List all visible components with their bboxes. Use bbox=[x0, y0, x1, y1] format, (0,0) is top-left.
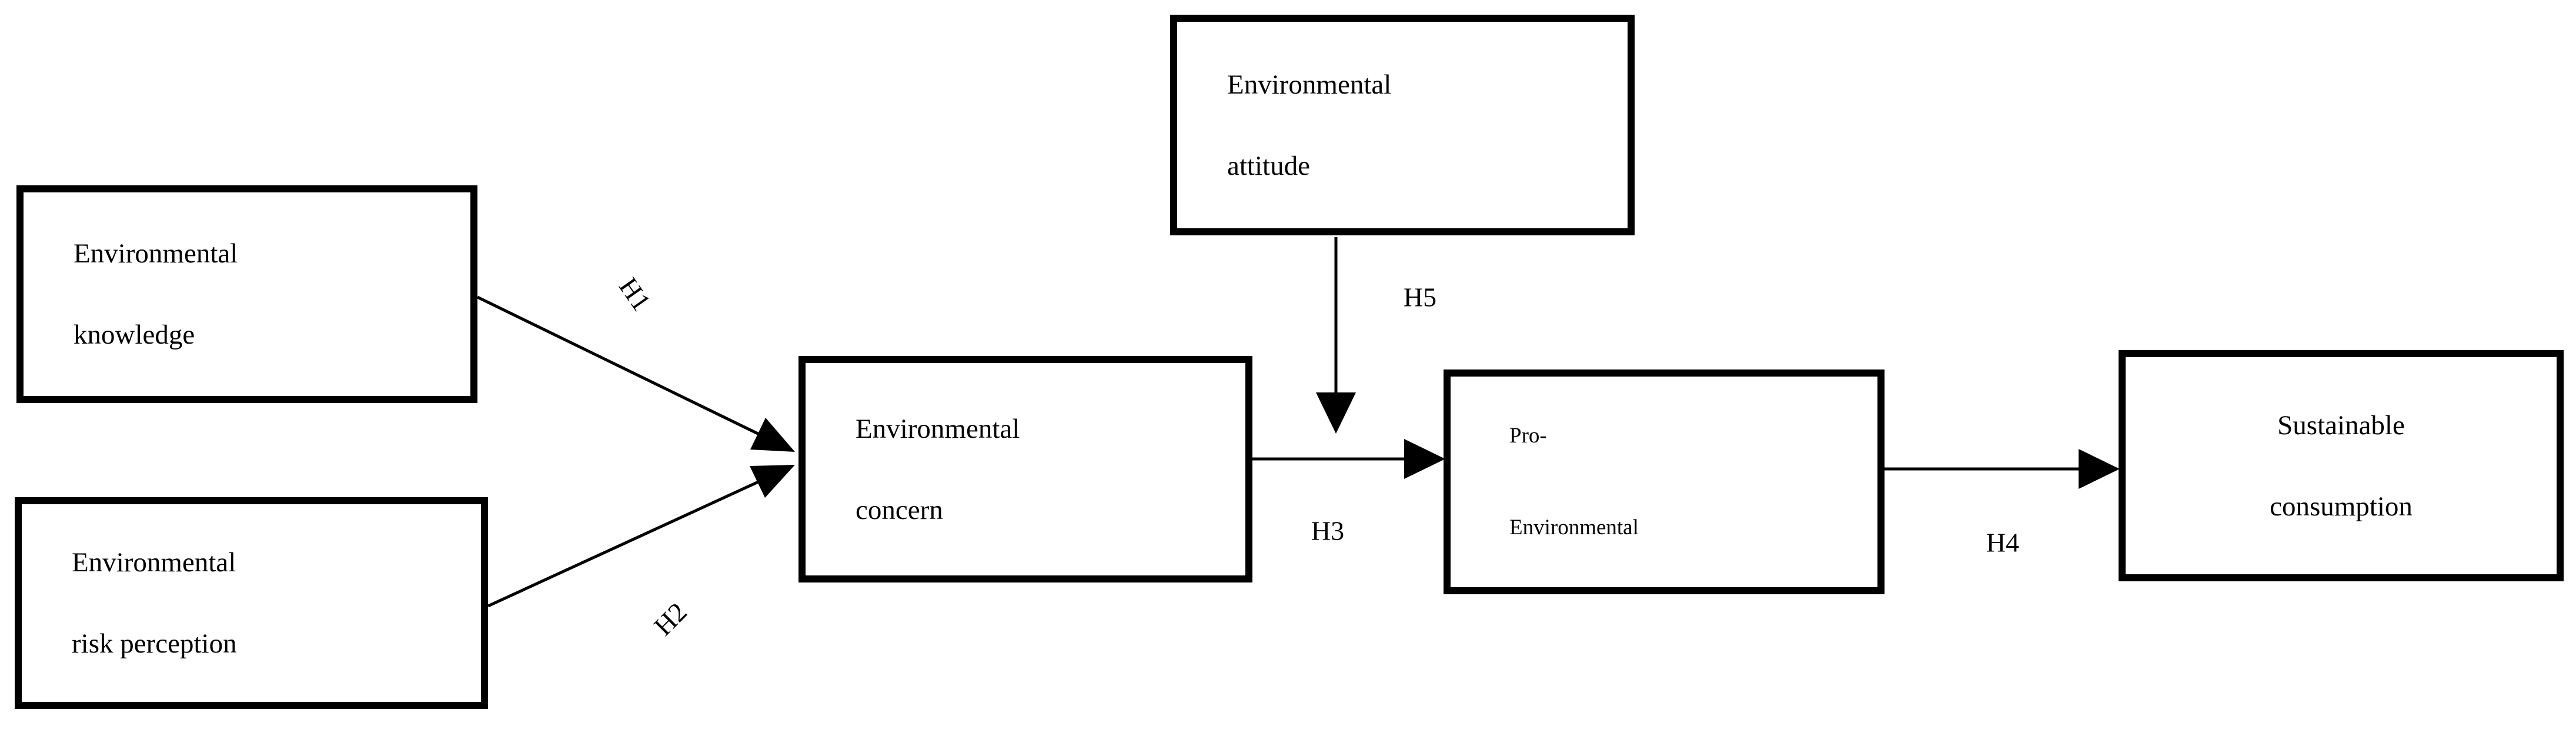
box-text-line: Environmental bbox=[73, 238, 238, 269]
box-text-line: risk perception bbox=[72, 628, 237, 659]
box-text-line: Environmental bbox=[72, 547, 236, 578]
h5-arrowhead bbox=[1316, 392, 1356, 434]
h2-arrow-line bbox=[487, 479, 762, 608]
sustainable-consumption-box: Sustainable consumption bbox=[2119, 350, 2564, 581]
h3-arrowhead bbox=[1404, 439, 1445, 479]
environmental-concern-box: Environmental concern bbox=[798, 356, 1252, 582]
box-text-line: Pro- bbox=[1509, 424, 1547, 448]
box-text-line: knowledge bbox=[73, 319, 195, 350]
pro-environmental-box: Pro- Environmental bbox=[1444, 370, 1885, 594]
box-text-line: Environmental bbox=[1227, 69, 1392, 100]
box-text-line: Sustainable bbox=[2277, 410, 2405, 441]
h2-hypothesis-label: H2 bbox=[648, 597, 693, 641]
h1-arrow-line bbox=[476, 295, 763, 437]
h4-arrowhead bbox=[2079, 449, 2120, 489]
h5-hypothesis-label: H5 bbox=[1403, 282, 1437, 312]
environmental-knowledge-box: Environmental knowledge bbox=[16, 185, 477, 403]
box-text-line: attitude bbox=[1227, 150, 1310, 181]
box-text-line: Environmental bbox=[1509, 515, 1639, 540]
box-text-line: consumption bbox=[2270, 491, 2413, 522]
box-text-line: Environmental bbox=[856, 413, 1020, 444]
h2-arrowhead bbox=[750, 465, 795, 498]
h1-arrowhead bbox=[750, 418, 795, 452]
environmental-attitude-box: Environmental attitude bbox=[1170, 15, 1635, 235]
environmental-risk-perception-box: Environmental risk perception bbox=[15, 497, 488, 709]
box-text-line: concern bbox=[856, 494, 943, 525]
h3-hypothesis-label: H3 bbox=[1311, 515, 1345, 546]
h1-hypothesis-label: H1 bbox=[613, 272, 657, 317]
h4-hypothesis-label: H4 bbox=[1986, 527, 2020, 558]
